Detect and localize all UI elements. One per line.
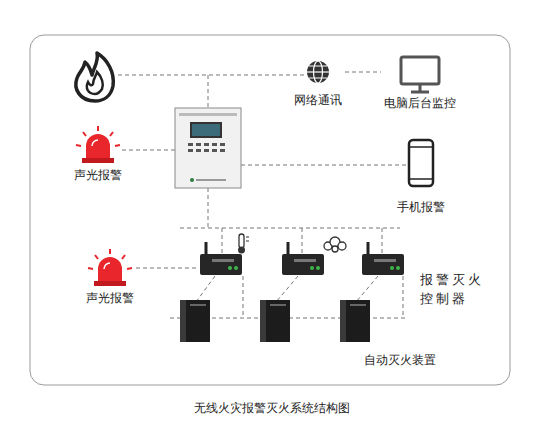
device-node: 声光报警: [83, 253, 137, 306]
device-label: 声光报警: [71, 168, 125, 183]
dashed-link: [345, 72, 381, 73]
device-label: 网络通讯: [291, 93, 345, 108]
extinguisher-device: [180, 300, 370, 342]
phone-icon: [409, 140, 433, 186]
siren-icon: [76, 126, 120, 163]
device-node: 手机报警: [394, 138, 448, 215]
smoke-icon: [324, 237, 346, 252]
device-label: 电脑后台监控: [381, 96, 459, 111]
group-label: 自动灭火装置: [355, 351, 445, 370]
caption: 无线火灾报警灭火系统结构图: [0, 400, 544, 416]
device-node: 电脑后台监控: [381, 56, 459, 111]
controller-panel: [175, 108, 241, 188]
globe-icon: [307, 61, 329, 83]
group-label: 报警灭火控制器: [420, 270, 486, 308]
fire-icon: [76, 53, 113, 101]
device-node: 网络通讯: [291, 58, 345, 108]
device-label: 手机报警: [394, 200, 448, 215]
frame: [30, 35, 510, 385]
siren-icon: [88, 249, 132, 286]
thermometer-icon: [238, 234, 249, 254]
alarm-controller: [200, 242, 404, 275]
monitor-icon: [401, 57, 439, 92]
wires: [118, 75, 406, 318]
device-label: 声光报警: [83, 291, 137, 306]
device-node: 声光报警: [71, 130, 125, 183]
